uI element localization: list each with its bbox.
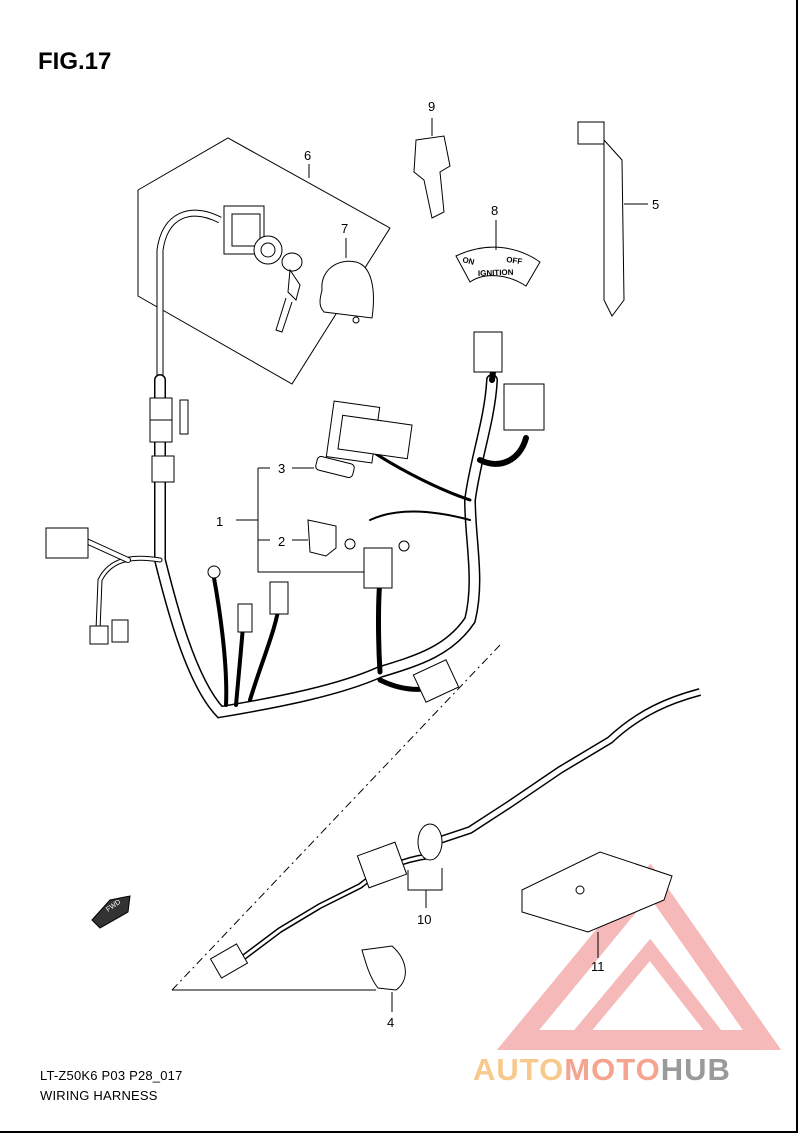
ignition-label-item xyxy=(455,220,541,287)
section-name: WIRING HARNESS xyxy=(40,1088,158,1103)
callout-7: 7 xyxy=(341,221,348,236)
callout-3: 3 xyxy=(278,461,285,476)
switch-ignition-label: IGNITION xyxy=(478,268,514,278)
ignition-switch-group xyxy=(137,137,391,385)
cover-item xyxy=(521,851,673,958)
key-item xyxy=(413,118,451,219)
callout-10: 10 xyxy=(417,912,431,927)
connectors xyxy=(45,331,545,703)
model-code: LT-Z50K6 P03 P28_017 xyxy=(40,1068,183,1083)
callout-2: 2 xyxy=(278,534,285,549)
callout-numbers: 1 2 3 4 5 6 7 8 9 10 11 xyxy=(216,99,659,1030)
watermark-logo xyxy=(496,863,782,1050)
callout-5: 5 xyxy=(652,197,659,212)
figure-title: FIG.17 xyxy=(38,48,112,75)
sensor-group xyxy=(171,644,702,991)
tie-band-item xyxy=(577,121,648,317)
switch-on-label: ON xyxy=(462,255,476,267)
callout-1: 1 xyxy=(216,514,223,529)
watermark-part-auto: AUTO xyxy=(473,1052,565,1087)
callout-8: 8 xyxy=(491,203,498,218)
fwd-arrow-icon: FWD xyxy=(91,895,131,929)
watermark-part-hub: HUB xyxy=(660,1052,731,1087)
callout-6: 6 xyxy=(304,148,311,163)
watermark-part-moto: MOTO xyxy=(564,1052,661,1087)
switch-off-label: OFF xyxy=(506,255,523,266)
callout-4: 4 xyxy=(387,1015,394,1030)
watermark-text: AUTOMOTOHUB xyxy=(473,1052,731,1088)
fuse-items xyxy=(236,455,364,573)
callout-11: 11 xyxy=(591,959,605,974)
clamp-item xyxy=(361,945,406,1012)
callout-9: 9 xyxy=(428,99,435,114)
